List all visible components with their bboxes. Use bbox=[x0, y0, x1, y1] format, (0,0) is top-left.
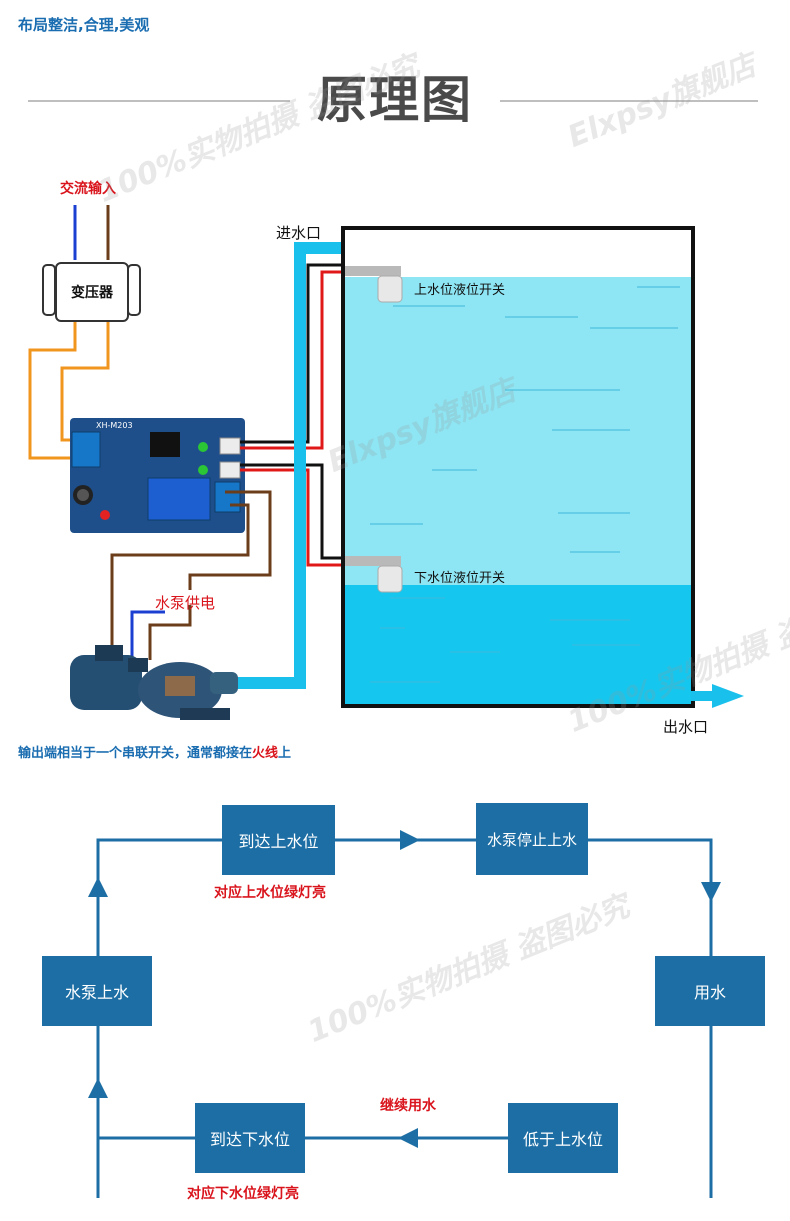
upper-switch-wire-black bbox=[240, 263, 350, 444]
flow-arrow-bottom bbox=[398, 1128, 418, 1148]
pump-power-label: 水泵供电 bbox=[155, 594, 216, 612]
controller-board: XH-M203 bbox=[70, 418, 245, 533]
output-note-text: 输出端相当于一个串联开关，通常都接在 bbox=[18, 746, 253, 761]
transformer-lug-left bbox=[42, 264, 56, 316]
upper-switch-wire-red bbox=[240, 270, 350, 450]
page-title: 原理图 bbox=[317, 71, 473, 129]
header-caption: 布局整洁,合理,美观 bbox=[18, 16, 150, 34]
lower-switch-wire-red bbox=[240, 468, 350, 567]
outlet-arrow bbox=[712, 684, 744, 708]
lower-switch-label: 下水位液位开关 bbox=[414, 571, 506, 586]
upper-switch-label: 上水位液位开关 bbox=[414, 283, 506, 298]
lower-led-note: 对应下水位绿灯亮 bbox=[187, 1186, 299, 1202]
flow-arrow-left-2 bbox=[88, 1078, 108, 1098]
transformer-out-1 bbox=[28, 322, 80, 460]
continue-note: 继续用水 bbox=[380, 1098, 436, 1114]
wiring-diagram: XH-M203 bbox=[28, 205, 744, 720]
pump-wire-brown-3 bbox=[148, 605, 192, 660]
flow-arrow-left-1 bbox=[88, 877, 108, 897]
title-rule-right bbox=[500, 100, 758, 102]
water-pump bbox=[70, 645, 238, 720]
lower-switch-wire-black bbox=[240, 463, 350, 560]
flow-line-right bbox=[588, 838, 713, 1198]
pump-wire-brown-1 bbox=[188, 490, 272, 590]
outlet-label: 出水口 bbox=[663, 718, 709, 736]
upper-led-note: 对应上水位绿灯亮 bbox=[214, 885, 326, 901]
flow-arrow-right-1 bbox=[701, 882, 721, 902]
transformer: 变压器 bbox=[55, 262, 129, 322]
pump-wire-blue bbox=[130, 610, 165, 660]
step-reach-upper: 到达上水位 bbox=[222, 805, 335, 875]
upper-float-switch bbox=[345, 266, 403, 303]
step-use-water: 用水 bbox=[655, 956, 765, 1026]
title-rule-left bbox=[28, 100, 290, 102]
flow-arrow-top bbox=[400, 830, 420, 850]
inlet-label: 进水口 bbox=[276, 224, 322, 242]
water-tank bbox=[341, 226, 695, 708]
lower-float-switch bbox=[345, 556, 403, 593]
step-reach-lower: 到达下水位 bbox=[195, 1103, 305, 1173]
flow-loop bbox=[88, 830, 721, 1198]
step-below-upper: 低于上水位 bbox=[508, 1103, 618, 1173]
transformer-lug-right bbox=[127, 264, 141, 316]
step-pump-fill: 水泵上水 bbox=[42, 956, 152, 1026]
output-note: 输出端相当于一个串联开关，通常都接在火线上 bbox=[18, 742, 291, 761]
transformer-out-2 bbox=[60, 322, 110, 442]
pump-wire-brown-2 bbox=[110, 503, 250, 665]
step-pump-stop: 水泵停止上水 bbox=[476, 803, 588, 875]
inlet-pipe bbox=[235, 242, 355, 689]
output-note-highlight: 火线 bbox=[252, 746, 279, 761]
ac-input-label: 交流输入 bbox=[60, 181, 116, 197]
board-model-text: XH-M203 bbox=[96, 421, 133, 430]
output-note-suffix: 上 bbox=[278, 746, 292, 761]
